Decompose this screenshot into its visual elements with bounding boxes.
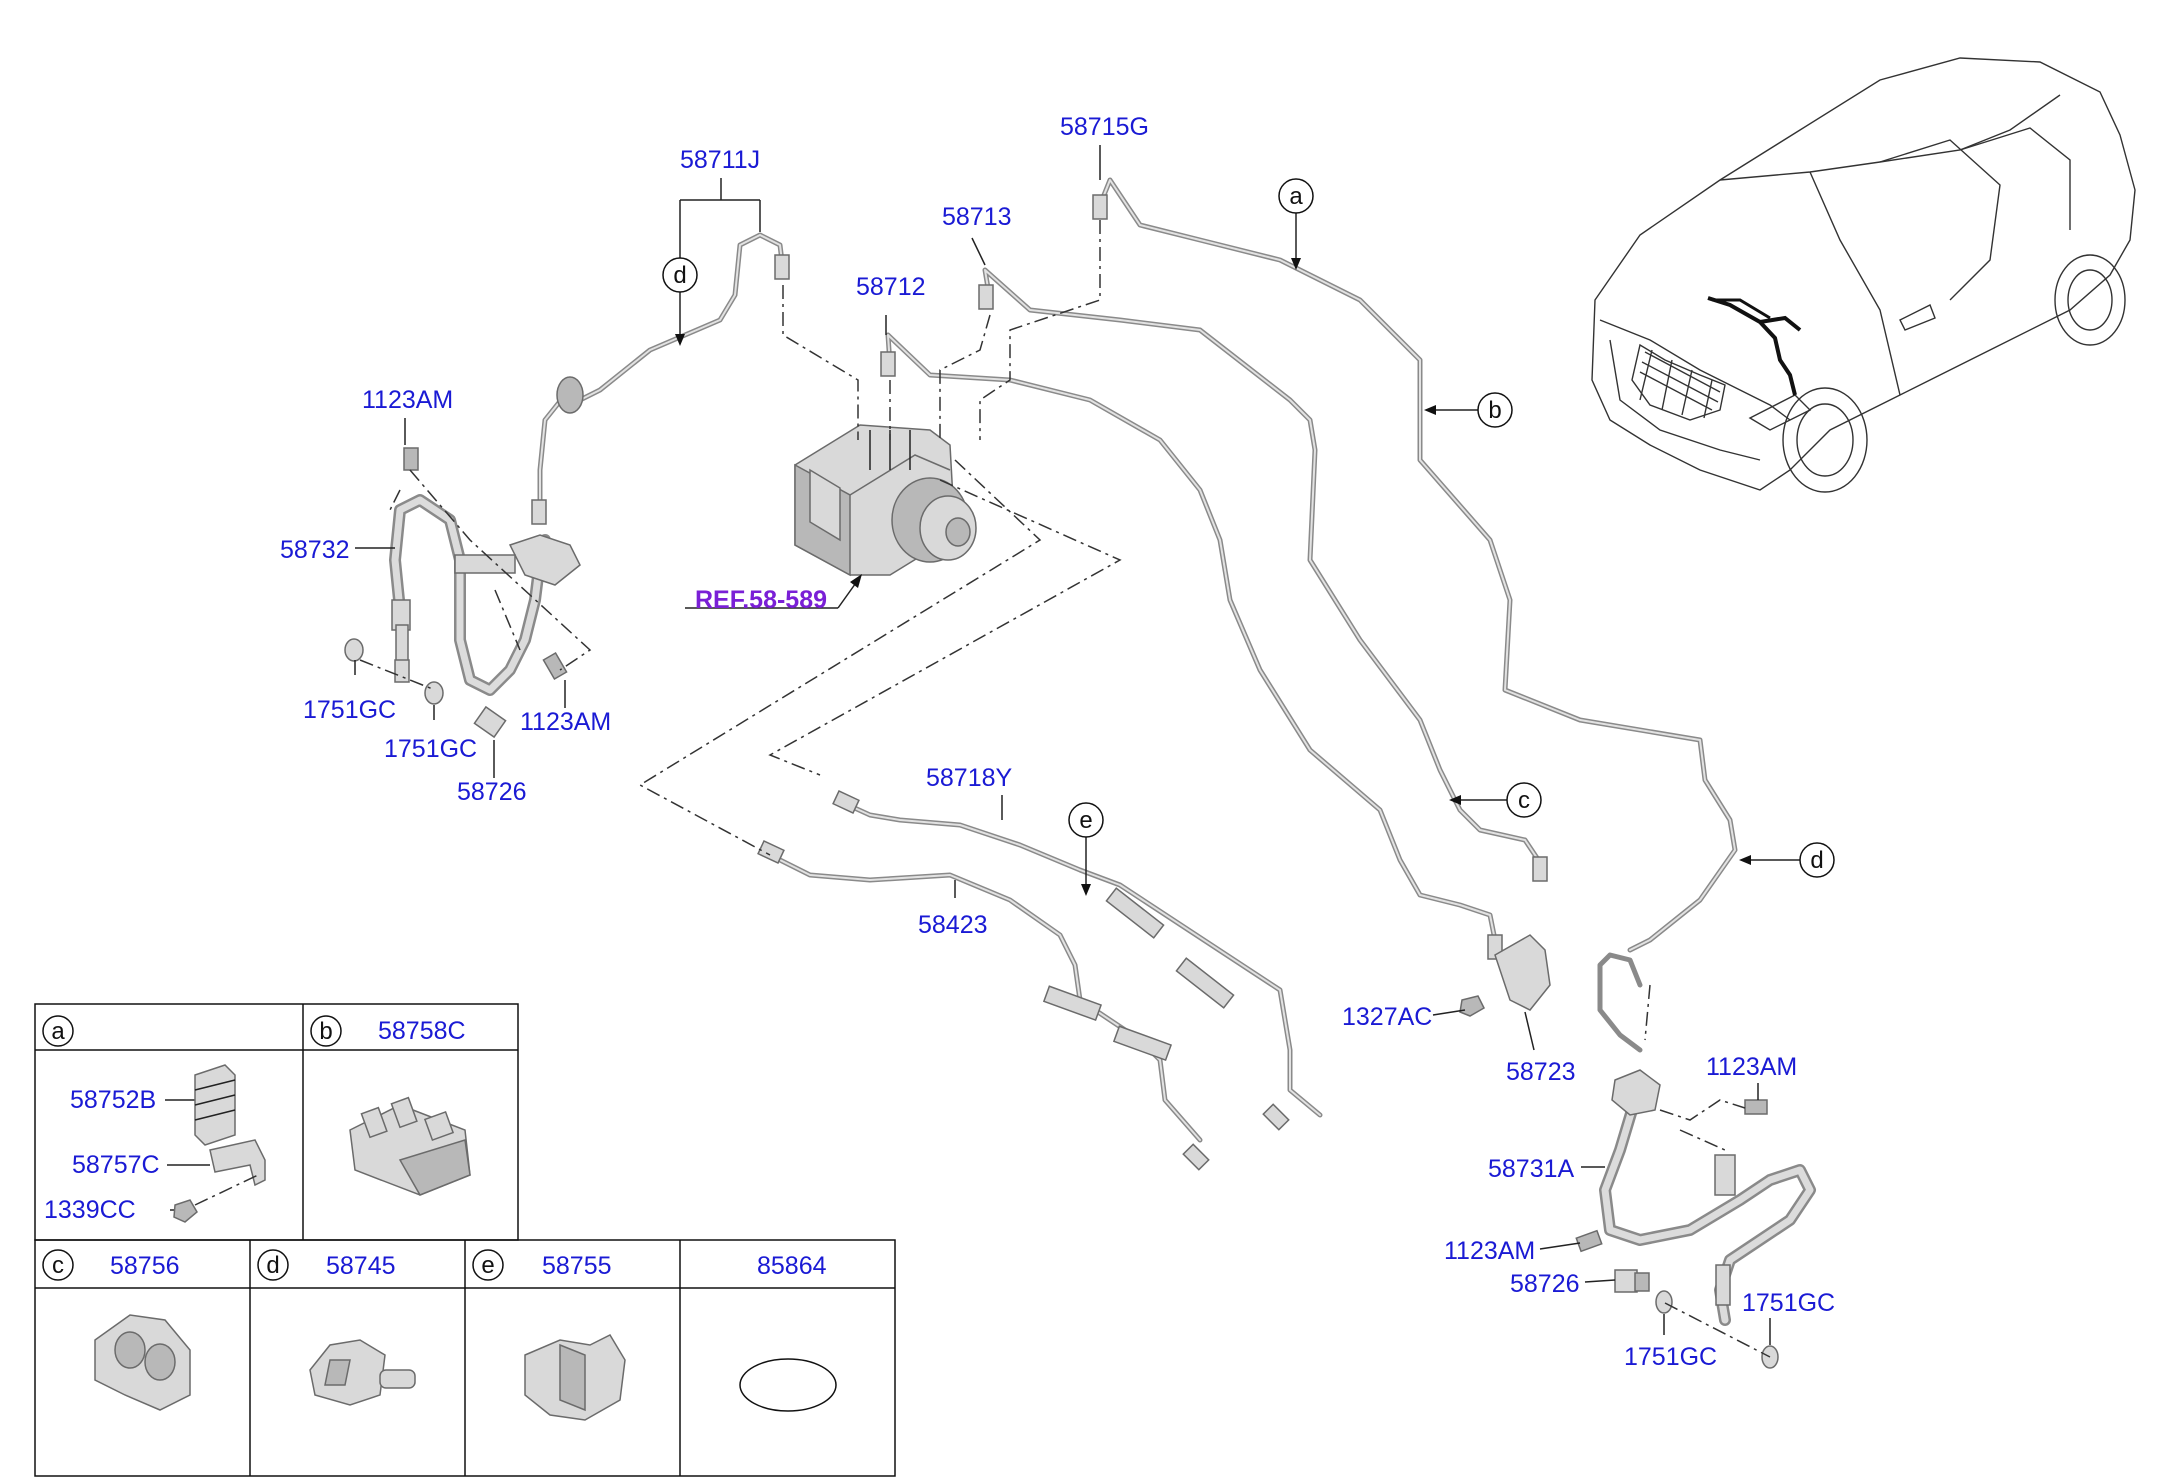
label-1123AM-right-1: 1123AM (1706, 1053, 1797, 1081)
brake-hose-icon (344, 447, 581, 739)
label-58732: 58732 (280, 536, 350, 564)
svg-text:e: e (1079, 807, 1092, 834)
legend-part-58745: 58745 (326, 1252, 396, 1280)
legend-part-58757C: 58757C (72, 1151, 160, 1179)
svg-text:c: c (1518, 787, 1530, 814)
legend-part-1339CC: 1339CC (44, 1196, 136, 1224)
label-1123AM-left: 1123AM (520, 708, 611, 736)
abs-modulator-icon (794, 424, 977, 577)
label-1123AM-top: 1123AM (362, 386, 453, 414)
svg-text:d: d (1810, 847, 1823, 874)
callout-c: c (1506, 782, 1542, 818)
legend-part-58755: 58755 (542, 1252, 612, 1280)
label-58726-right: 58726 (1510, 1270, 1580, 1298)
callout-e: e (1068, 802, 1104, 838)
svg-text:a: a (51, 1018, 65, 1045)
reference-label[interactable]: REF.58-589 (695, 586, 827, 614)
legend-cell-c: c 58756 (42, 1249, 191, 1411)
label-1751GC-left-1: 1751GC (303, 696, 396, 724)
label-1751GC-right-1: 1751GC (1742, 1289, 1835, 1317)
legend-cell-a: a 58752B 58757C 1339CC (42, 1015, 266, 1224)
legend-cell-b: b 58758C (310, 1015, 471, 1196)
legend-cell-d: d 58745 (257, 1249, 416, 1406)
svg-text:e: e (481, 1252, 494, 1279)
o-ring-icon (739, 1358, 837, 1412)
legend-table (34, 1003, 896, 1477)
label-58711J: 58711J (680, 146, 760, 174)
svg-text:a: a (1289, 183, 1303, 210)
legend-part-58752B: 58752B (70, 1086, 156, 1114)
clip-icon (309, 1339, 416, 1406)
label-1751GC-left-2: 1751GC (384, 735, 477, 763)
label-58712: 58712 (856, 273, 926, 301)
label-58726-left: 58726 (457, 778, 527, 806)
svg-text:c: c (52, 1252, 64, 1279)
callout-a: a (1278, 178, 1314, 214)
dash-leaders (359, 220, 1771, 1358)
label-58731A: 58731A (1488, 1155, 1575, 1183)
label-58713: 58713 (942, 203, 1012, 231)
clip-icon (524, 1334, 626, 1421)
clip-icon (94, 1314, 191, 1411)
label-58423: 58423 (918, 911, 988, 939)
label-1327AC: 1327AC (1342, 1003, 1432, 1031)
legend-part-58756: 58756 (110, 1252, 180, 1280)
svg-text:d: d (673, 262, 686, 289)
label-1751GC-right-2: 1751GC (1624, 1343, 1717, 1371)
svg-text:b: b (319, 1018, 332, 1045)
label-1123AM-right-2: 1123AM (1444, 1237, 1535, 1265)
clip-icon (173, 1064, 266, 1223)
callout-d-right: d (1799, 842, 1835, 878)
brake-hose-icon (1575, 1069, 1816, 1369)
label-58715G: 58715G (1060, 113, 1149, 141)
label-leaders (354, 145, 1771, 1345)
brake-pipes (531, 177, 1738, 1171)
callout-d-left: d (662, 257, 698, 293)
svg-text:d: d (266, 1252, 279, 1279)
legend-cell-f: 85864 (739, 1252, 837, 1412)
bracket-icon (1459, 934, 1551, 1017)
legend-part-58758C: 58758C (378, 1017, 466, 1045)
label-58718Y: 58718Y (926, 764, 1013, 792)
svg-text:b: b (1488, 397, 1501, 424)
callout-arrows (675, 213, 1800, 896)
callout-b: b (1477, 392, 1513, 428)
car-outline-icon (1591, 57, 2136, 493)
legend-cell-e: e 58755 (472, 1249, 626, 1421)
legend-part-85864: 85864 (757, 1252, 827, 1280)
label-58723: 58723 (1506, 1058, 1576, 1086)
clip-icon (349, 1096, 471, 1196)
